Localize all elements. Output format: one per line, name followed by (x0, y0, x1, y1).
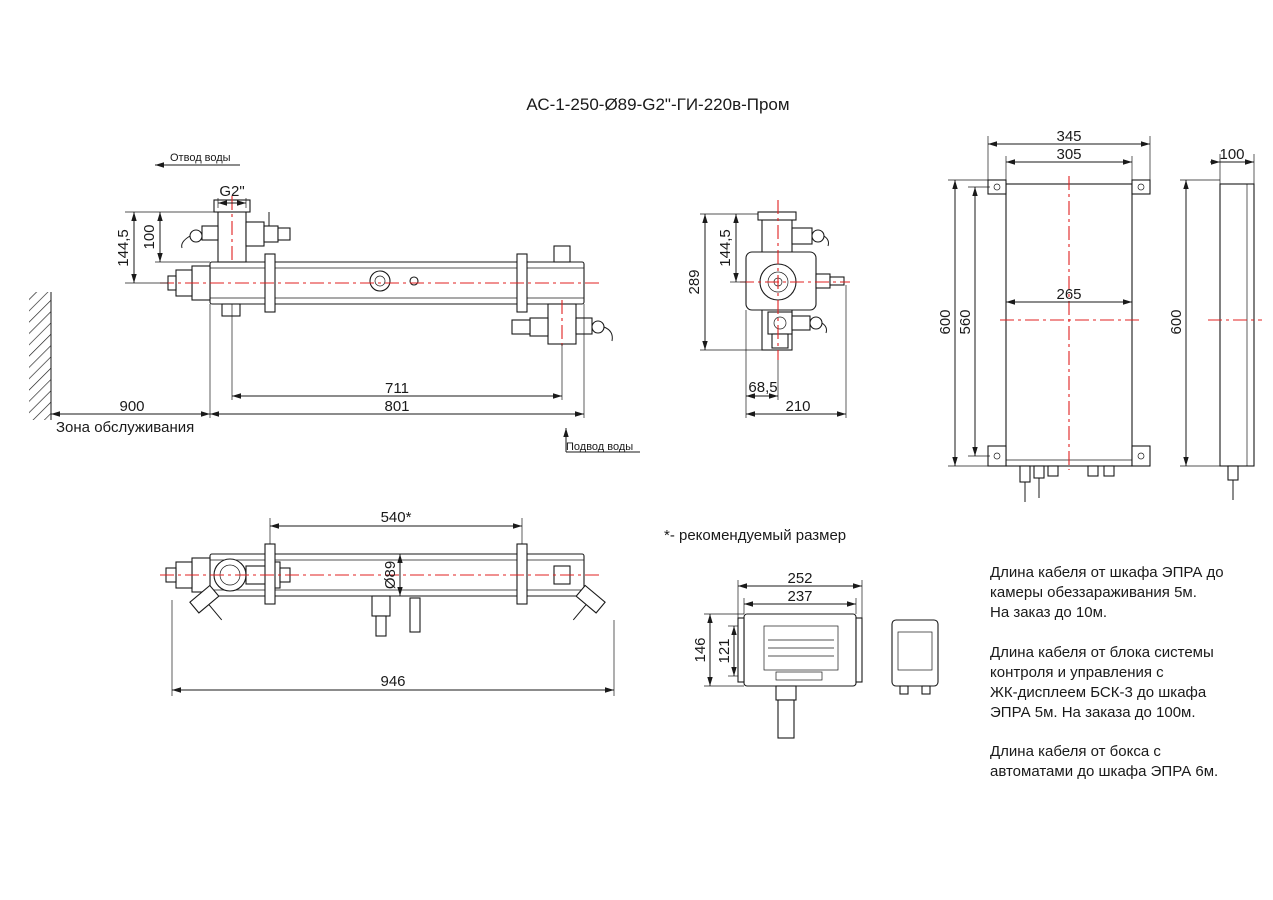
recommended-size-note: *- рекомендуемый размер (664, 527, 846, 544)
cabinet-dim-345: 345 (1056, 128, 1081, 145)
cabinet-dim-305: 305 (1056, 146, 1081, 163)
top-dim-dia: Ø89 (382, 561, 399, 589)
side-dim-210: 210 (785, 398, 810, 415)
panel-dim-237: 237 (787, 588, 812, 605)
breaker-box-view (891, 619, 939, 695)
cabinet-side-dim-600: 600 (1168, 309, 1185, 334)
top-dim-540: 540* (381, 509, 412, 526)
wall-hatch (29, 292, 51, 420)
front-dim-144: 144,5 (115, 229, 132, 267)
panel-dim-252: 252 (787, 570, 812, 587)
cable-note-3: Длина кабеля от бокса с автоматами до шк… (990, 743, 1219, 780)
top-view: 540* Ø89 946 (160, 509, 615, 696)
cabinet-dim-560: 560 (957, 309, 974, 334)
front-dim-900: 900 (119, 398, 144, 415)
front-view: Отвод воды G2" 144,5 100 711 801 900 Зон… (29, 152, 640, 453)
front-dim-100: 100 (141, 224, 158, 249)
cabinet-front-view: 345 305 265 600 560 (937, 128, 1151, 502)
outlet-label: Отвод воды (170, 152, 231, 164)
cable-note-2: Длина кабеля от блока системы контроля и… (990, 644, 1214, 721)
cabinet-side-view: 100 600 (1168, 146, 1262, 500)
drawing-title: АС-1-250-Ø89-G2"-ГИ-220в-Пром (526, 95, 789, 114)
cabinet-dim-600: 600 (937, 309, 954, 334)
cabinet-depth-100: 100 (1219, 146, 1244, 163)
side-dim-68: 68,5 (748, 379, 777, 396)
top-dim-946: 946 (380, 673, 405, 690)
front-dim-711: 711 (385, 380, 409, 397)
thread-size: G2" (219, 183, 244, 200)
cabinet-dim-265: 265 (1056, 286, 1081, 303)
front-dim-801: 801 (384, 398, 409, 415)
cable-note-1: Длина кабеля от шкафа ЭПРА до камеры обе… (990, 564, 1224, 621)
panel-dim-121: 121 (716, 638, 733, 663)
side-view: 289 144,5 68,5 210 (686, 200, 850, 418)
panel-dim-146: 146 (692, 637, 709, 662)
side-dim-289: 289 (686, 269, 703, 294)
inlet-label: Подвод воды (566, 441, 633, 453)
side-dim-144: 144,5 (717, 229, 734, 267)
control-panel-view: 252 237 146 121 (692, 570, 863, 739)
service-zone-label: Зона обслуживания (56, 419, 194, 436)
